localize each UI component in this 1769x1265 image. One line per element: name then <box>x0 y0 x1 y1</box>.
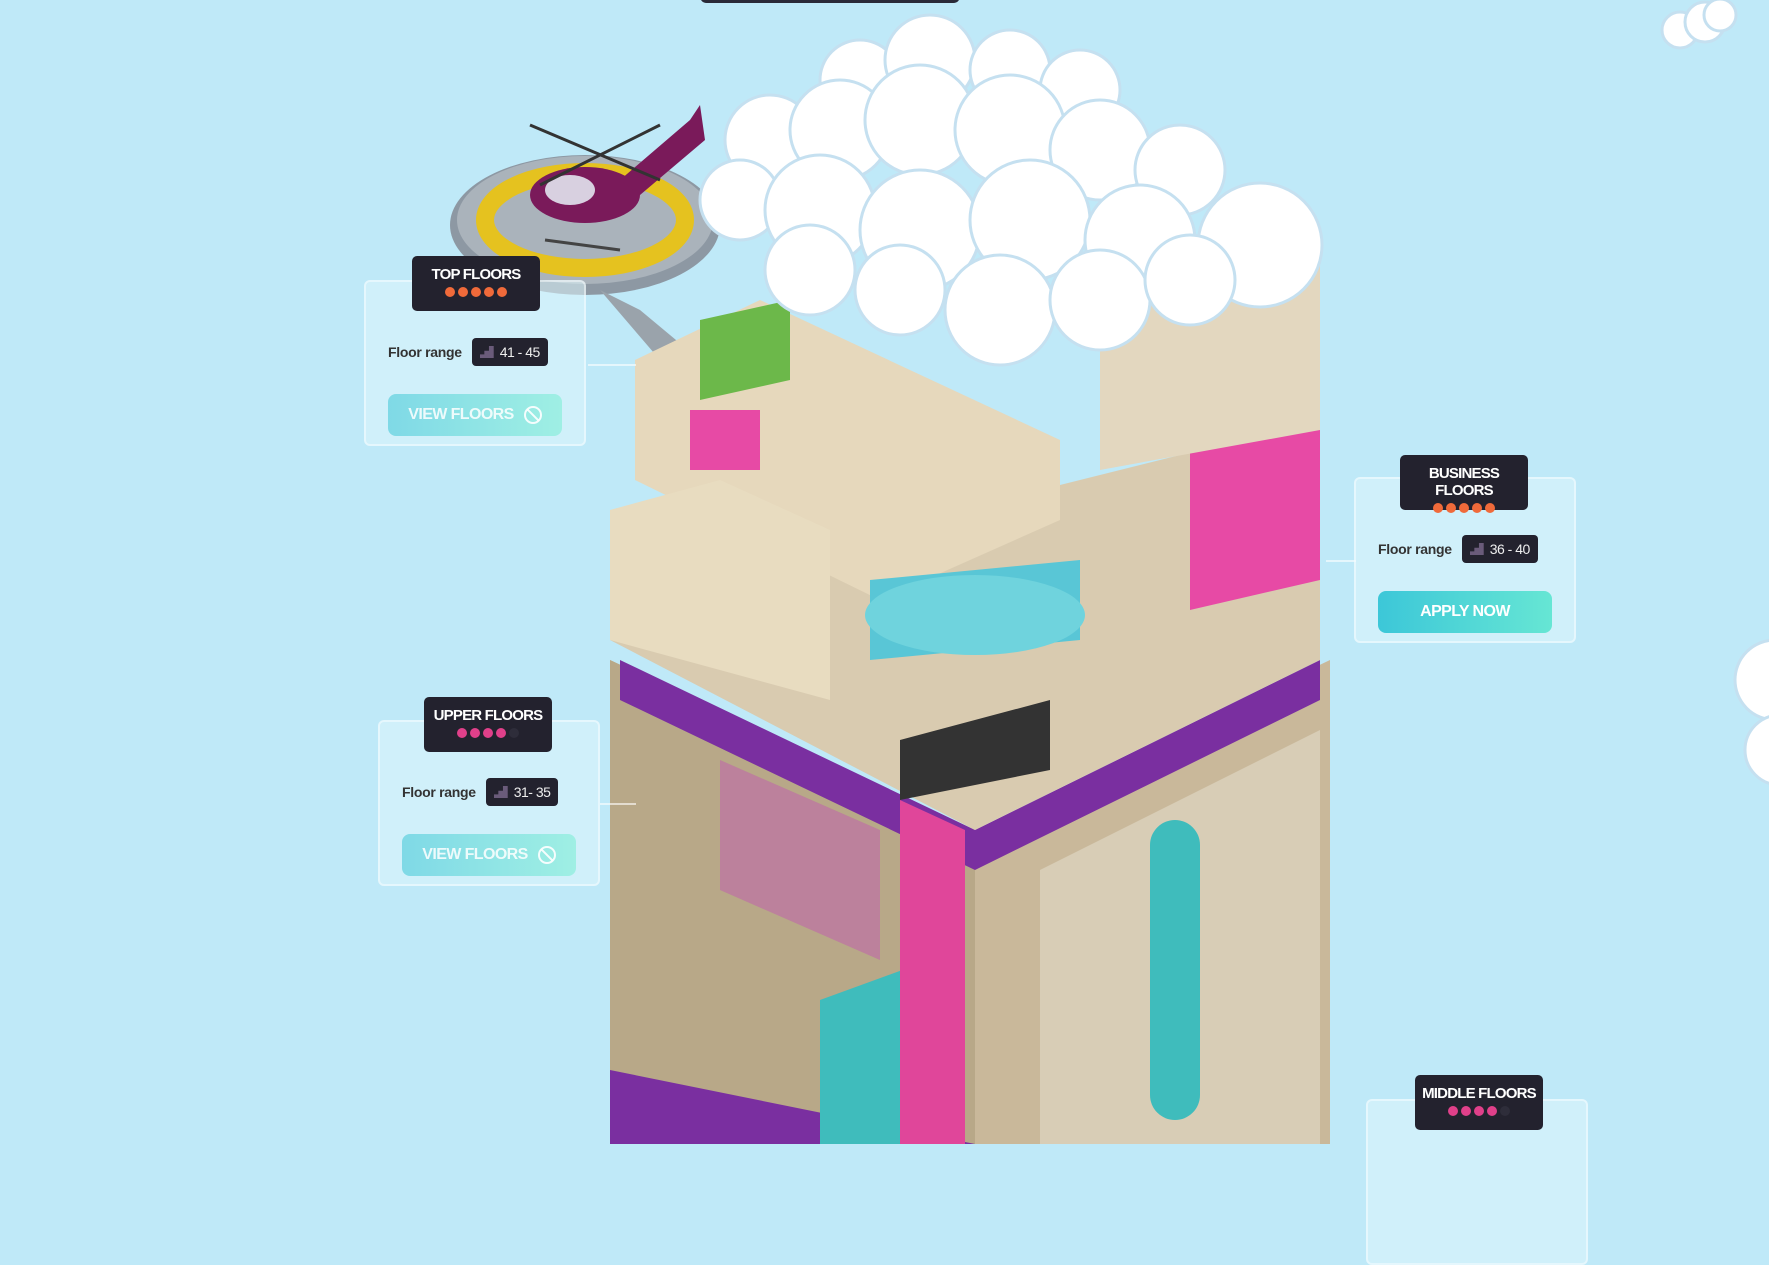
rating-dot-filled <box>471 287 481 297</box>
helicopter <box>529 105 705 252</box>
section-title: UPPER FLOORS <box>433 707 544 724</box>
floor-range-value: 36 - 40 <box>1461 535 1538 563</box>
rating-dot-filled <box>484 287 494 297</box>
view-floors-button[interactable]: VIEW FLOORS <box>402 834 576 876</box>
top-nav-bar <box>700 0 960 3</box>
rating-dots <box>412 287 540 297</box>
rating-dot-filled <box>1474 1106 1484 1116</box>
hotel-tower-illustration <box>450 0 1769 1144</box>
section-title: MIDDLE FLOORS <box>1422 1085 1537 1102</box>
rating-dot-filled <box>1487 1106 1497 1116</box>
rating-dot-filled <box>445 287 455 297</box>
rating-dot-filled <box>457 728 467 738</box>
floor-range-text: 31- 35 <box>513 784 551 800</box>
floor-range-text: 36 - 40 <box>1489 541 1531 557</box>
floor-range-row: Floor range 41 - 45 <box>388 338 548 366</box>
view-floors-button[interactable]: VIEW FLOORS <box>388 394 562 436</box>
connector-line <box>600 803 636 805</box>
floor-range-label: Floor range <box>1378 541 1452 557</box>
stairs-icon <box>1469 543 1484 555</box>
floor-range-text: 41 - 45 <box>499 344 541 360</box>
rating-dot-filled <box>1485 503 1495 513</box>
connector-line <box>1326 560 1356 562</box>
floor-range-row: Floor range 36 - 40 <box>1378 535 1538 563</box>
apply-now-button[interactable]: APPLY NOW <box>1378 591 1552 633</box>
stairs-icon <box>479 346 494 358</box>
rating-dot-empty <box>509 728 519 738</box>
rating-dots <box>1415 1106 1543 1116</box>
floor-range-label: Floor range <box>388 344 462 360</box>
rating-dots <box>1400 503 1528 513</box>
top-floors-badge: TOP FLOORS <box>412 256 540 311</box>
tower <box>610 260 1330 1144</box>
upper-floors-card: Floor range 31- 35 VIEW FLOORS <box>378 720 600 886</box>
rating-dot-filled <box>497 287 507 297</box>
stairs-icon <box>493 786 508 798</box>
rating-dot-filled <box>483 728 493 738</box>
rating-dot-filled <box>1461 1106 1471 1116</box>
middle-floors-badge: MIDDLE FLOORS <box>1415 1075 1543 1130</box>
rating-dot-filled <box>1459 503 1469 513</box>
business-floors-card: Floor range 36 - 40 APPLY NOW <box>1354 477 1576 643</box>
small-cloud <box>1660 0 1738 50</box>
edge-cloud <box>1733 638 1769 785</box>
cloud-cluster <box>698 13 1324 367</box>
rating-dots <box>424 728 552 738</box>
rating-dot-filled <box>1446 503 1456 513</box>
rating-dot-filled <box>470 728 480 738</box>
rating-dot-filled <box>1448 1106 1458 1116</box>
rating-dot-filled <box>1472 503 1482 513</box>
business-floors-badge: BUSINESS FLOORS <box>1400 455 1528 513</box>
button-label: VIEW FLOORS <box>422 846 528 863</box>
rating-dot-filled <box>458 287 468 297</box>
section-title: TOP FLOORS <box>431 266 522 283</box>
floor-range-row: Floor range 31- 35 <box>402 778 559 806</box>
button-label: VIEW FLOORS <box>408 406 514 423</box>
floor-range-value: 41 - 45 <box>471 338 548 366</box>
upper-floors-badge: UPPER FLOORS <box>424 697 552 752</box>
rating-dot-filled <box>1433 503 1443 513</box>
section-title: BUSINESS FLOORS <box>1428 465 1500 499</box>
ban-icon <box>537 846 556 864</box>
connector-line <box>588 364 636 366</box>
rating-dot-empty <box>1500 1106 1510 1116</box>
ban-icon <box>523 406 542 424</box>
floor-range-label: Floor range <box>402 784 476 800</box>
rating-dot-filled <box>496 728 506 738</box>
button-label: APPLY NOW <box>1420 603 1510 620</box>
floor-range-value: 31- 35 <box>485 778 559 806</box>
